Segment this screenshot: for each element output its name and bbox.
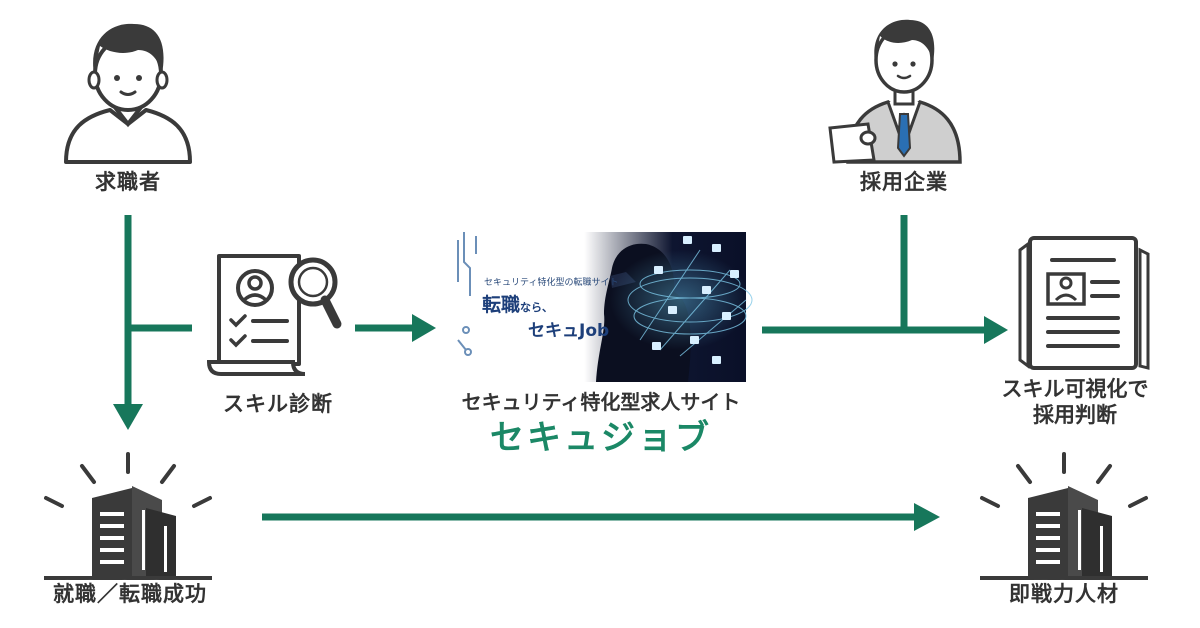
banner-headline-small: なら、	[520, 301, 554, 314]
arrowhead-to-site	[412, 314, 436, 342]
label-skill-diagnosis: スキル診断	[223, 392, 333, 416]
banner-caption: セキュリティ特化型の転職サイト	[484, 278, 619, 288]
arrowhead-to-visual	[984, 316, 1008, 344]
label-skill-visualization-line1: スキル可視化で	[1001, 377, 1149, 401]
arrowhead-down	[113, 404, 143, 430]
businessman-icon	[828, 19, 962, 164]
office-building-icon	[44, 452, 212, 580]
document-magnifier-icon	[206, 254, 342, 376]
label-job-seeker: 求職者	[95, 170, 161, 194]
arrowhead-to-talent	[914, 503, 940, 531]
label-success: 就職／転職成功	[53, 582, 207, 606]
banner-headline-big: 転職	[482, 294, 521, 316]
resume-document-icon	[1018, 236, 1150, 370]
site-banner-image	[452, 232, 753, 382]
office-building-icon	[980, 452, 1148, 580]
label-talent: 即戦力人材	[1009, 582, 1119, 606]
label-skill-visualization: スキル可視化で 採用判断	[990, 376, 1160, 428]
site-brand-name: セキュジョブ	[490, 418, 712, 458]
banner-brand: セキュJob	[528, 321, 610, 341]
label-employer: 採用企業	[860, 170, 948, 194]
person-icon	[64, 23, 192, 164]
label-skill-visualization-line2: 採用判断	[1033, 403, 1117, 427]
banner-headline: 転職なら、	[482, 290, 553, 317]
label-site-title: セキュリティ特化型求人サイト	[461, 390, 741, 414]
